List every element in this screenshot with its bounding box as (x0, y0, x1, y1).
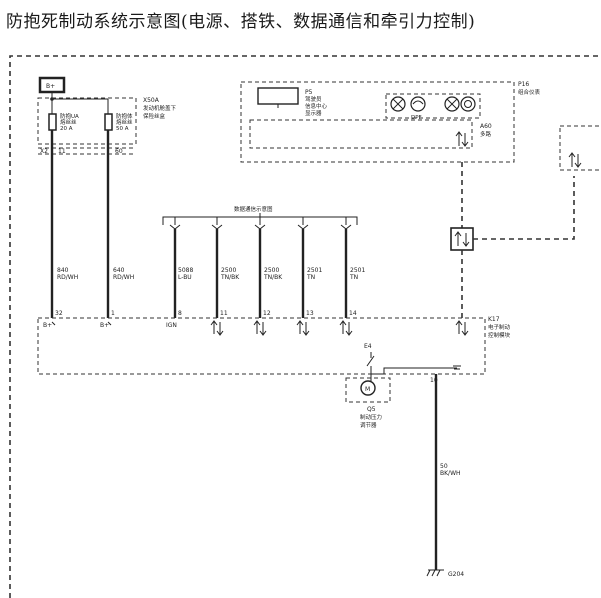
bus-wire-1-color: L-BU (178, 274, 192, 281)
a60-id: A60 (480, 123, 492, 130)
q5-modulator-box (345, 377, 391, 403)
dpf-lamp-icon (410, 96, 426, 112)
motor-label: M (365, 386, 370, 393)
x2-connector-label: X2 (40, 148, 48, 155)
abs-lamp-icon (460, 96, 476, 112)
x50a-fuse-box (37, 97, 137, 145)
diagram-frame (9, 55, 601, 598)
p16-id: P16 (518, 81, 529, 88)
a60-name: 多路 (480, 130, 492, 138)
wire-1-color: RD/WH (57, 274, 78, 281)
fuse-1-rating: 20 A (60, 126, 73, 132)
k17-term-bplus-2: B+ (100, 322, 109, 329)
bus-drop-1 (169, 217, 181, 318)
bus-drop-5 (340, 217, 352, 318)
data-link-connector (450, 227, 474, 251)
k17-term-bplus-1: B+ (43, 322, 52, 329)
fuse-1-body (48, 113, 57, 131)
k17-pin-11: 11 (220, 310, 228, 317)
a60-data-arrows-icon (455, 131, 469, 147)
right-module-arrows-icon (568, 152, 582, 168)
warning-lamp-3-icon (444, 96, 460, 112)
fuse-2-rating: 50 A (116, 126, 129, 132)
k17-data-arrows-12-icon (253, 320, 267, 336)
wire-2-circuit: 640 (113, 267, 125, 274)
dpf-label: DPF (411, 115, 422, 121)
k17-term-ign: IGN (166, 322, 177, 329)
p16-name: 组合仪表 (518, 88, 541, 96)
p5-id: P5 (305, 89, 313, 96)
k17-data-arrows-13-icon (296, 320, 310, 336)
ground-icon (426, 569, 444, 577)
g204-label: G204 (448, 571, 464, 578)
k17-data-arrows-11-icon (210, 320, 224, 336)
pin-10-label: 10 (430, 377, 438, 384)
ground-wire-color: BK/WH (440, 470, 461, 477)
bus-wire-5-color: TN (349, 274, 358, 281)
data-link-arrows-icon (454, 231, 470, 247)
bus-drop-3 (254, 217, 266, 318)
wire-2-color: RD/WH (113, 274, 134, 281)
bus-drop-2 (211, 217, 223, 318)
k17-pin-13: 13 (306, 310, 314, 317)
q5-label-2: 调节器 (360, 421, 377, 429)
k17-pin-14: 14 (349, 310, 357, 317)
k17-label-2: 控制模块 (488, 331, 511, 339)
fuse-2-body (104, 113, 113, 131)
bus-wire-4-circuit: 2501 (307, 267, 322, 274)
q5-label-1: 制动压力 (360, 413, 382, 421)
diagram-title: 防抱死制动系统示意图(电源、搭铁、数据通信和牵引力控制) (6, 12, 476, 32)
bus-wire-5-circuit: 2501 (350, 267, 365, 274)
p5-label-1: 驾驶员 (305, 95, 322, 103)
bplus-tag-label: B+ (46, 83, 55, 90)
ground-wire-circuit: 50 (440, 463, 448, 470)
k17-pin-8: 8 (178, 310, 182, 317)
bus-wire-2-color: TN/BK (220, 274, 240, 281)
x50a-name-1: 发动机舱盖下 (143, 104, 177, 112)
p5-label-3: 显示器 (305, 110, 322, 117)
p16-instrument-cluster (240, 81, 515, 163)
x50a-id: X50A (143, 97, 160, 104)
fuse-1-label-1: 防抱UA (60, 112, 79, 120)
bus-wire-1-circuit: 5088 (178, 267, 193, 274)
right-module (559, 125, 601, 171)
k17-data-arrows-14-icon (339, 320, 353, 336)
k17-pin-1: 1 (111, 310, 115, 317)
k17-id: K17 (488, 316, 500, 323)
bus-wire-2-circuit: 2500 (221, 267, 236, 274)
e4-label: E4 (364, 343, 372, 350)
bus-wire-3-circuit: 2500 (264, 267, 279, 274)
bus-wire-3-color: TN/BK (263, 274, 283, 281)
k17-pin-12: 12 (263, 310, 271, 317)
fuse-1-label-2: 熔丝丝 (60, 118, 77, 126)
k17-pin-32: 32 (55, 310, 63, 317)
motor-icon (360, 380, 376, 396)
bus-wire-4-color: TN (306, 274, 315, 281)
fuse-2-label-2: 熔丝丝 (116, 118, 133, 126)
k17-label-1: 电子制动 (488, 323, 511, 331)
warning-lamp-1-icon (390, 96, 406, 112)
data-bus-label: 数据通信示意图 (234, 205, 273, 213)
x50a-name-2: 保险丝盒 (143, 112, 166, 120)
p5-display (257, 87, 299, 105)
q5-id: Q5 (367, 406, 376, 413)
k17-data-arrows-a60-icon (455, 320, 469, 336)
x2-pin-11: 11 (58, 148, 66, 155)
x2-pin-60: 60 (115, 148, 123, 155)
wire-1-circuit: 840 (57, 267, 69, 274)
bus-drop-4 (297, 217, 309, 318)
p5-label-2: 信息中心 (305, 102, 328, 110)
fuse-2-label-1: 防抱体 (116, 112, 133, 120)
a60-module (249, 119, 473, 149)
